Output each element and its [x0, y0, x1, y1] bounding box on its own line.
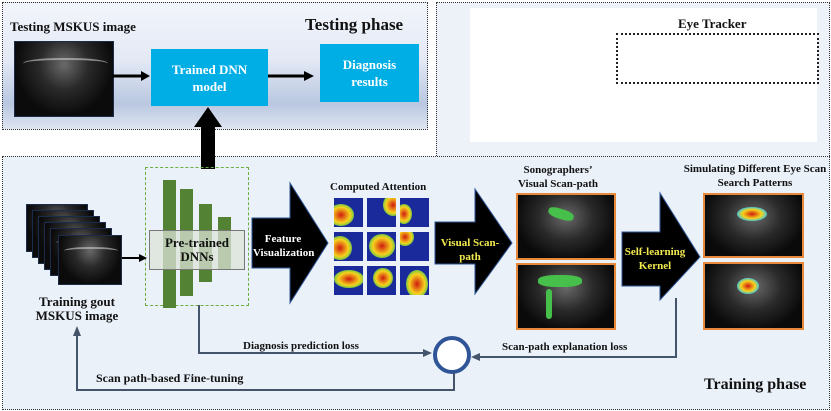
- visual-scanpath-arrow: [434, 187, 513, 296]
- up-arrow-head-icon: [194, 107, 222, 127]
- feature-visualization-text: Feature Visualization: [253, 233, 315, 259]
- arrow-head-icon: [304, 71, 314, 81]
- dnn-dashed-box: [145, 167, 249, 306]
- scanpath-image-2: [516, 263, 616, 330]
- attention-heatmap-tile: [334, 232, 363, 261]
- scanpath-loss-label: Scan-path explanation loss: [502, 341, 628, 353]
- attention-heatmap-tile: [367, 198, 396, 227]
- attention-heatmap-grid: [334, 198, 430, 298]
- scanpath-overlay: [538, 275, 582, 287]
- attention-heatmap-tile: [334, 198, 363, 227]
- eye-tracker-label: Eye Tracker: [678, 16, 747, 31]
- finetune-label: Scan path-based Fine-tuning: [96, 371, 244, 385]
- training-image-stack-item: [58, 235, 122, 285]
- attention-blob: [737, 207, 767, 221]
- self-learning-kernel-arrow: [621, 191, 701, 302]
- sonographers-scanpath-label: Sonographers’ Visual Scan-path: [518, 164, 598, 190]
- arrow-head-icon: [141, 71, 150, 81]
- attention-heatmap-tile: [334, 266, 363, 295]
- scanpath-image-1: [516, 193, 616, 260]
- arrow-head-icon: [73, 326, 81, 336]
- attention-heatmap-tile: [367, 232, 396, 261]
- diagnosis-results-box: Diagnosis results: [320, 44, 419, 102]
- pretrained-dnn-label-box: Pre-trained DNNs: [149, 230, 245, 270]
- attention-heatmap-tile: [400, 232, 429, 261]
- self-learning-kernel-text: Self-learning Kernel: [624, 246, 686, 272]
- attention-blob: [737, 278, 759, 294]
- eye-tracker-box: [616, 33, 819, 84]
- testing-input-label: Testing MSKUS image: [10, 19, 136, 34]
- arrow-head-icon: [423, 349, 432, 357]
- training-phase-title: Training phase: [704, 376, 807, 393]
- simulating-patterns-label: Simulating Different Eye Scan Search Pat…: [683, 163, 827, 189]
- arrow-head-icon: [139, 254, 147, 262]
- testing-mskus-image: [14, 41, 114, 117]
- up-arrow-shaft: [201, 127, 215, 169]
- training-input-label: Training gout MSKUS image: [35, 294, 119, 323]
- diagnosis-loss-line: [198, 305, 425, 354]
- scanpath-overlay: [546, 289, 552, 319]
- simulated-pattern-image-2: [703, 262, 804, 330]
- attention-heatmap-tile: [400, 266, 429, 295]
- trained-dnn-model-box: Trained DNN model: [151, 49, 268, 106]
- arrow-head-icon: [471, 353, 480, 361]
- feature-visualization-arrow: [251, 181, 329, 305]
- finetune-loop-line: [76, 334, 455, 391]
- attention-heatmap-tile: [367, 266, 396, 295]
- eye-tracking-illustration: [470, 8, 817, 142]
- scanpath-loss-line: [478, 298, 677, 358]
- computed-attention-label: Computed Attention: [330, 181, 427, 193]
- visual-scanpath-text: Visual Scan-path: [440, 237, 500, 263]
- testing-phase-title: Testing phase: [305, 15, 404, 34]
- trained-dnn-model-text: Trained DNN model: [171, 61, 248, 94]
- scanpath-overlay: [547, 205, 575, 223]
- simulated-pattern-image-1: [703, 193, 804, 258]
- pretrained-dnn-label: Pre-trained DNNs: [164, 235, 230, 264]
- attention-heatmap-tile: [400, 198, 429, 227]
- diagnosis-results-text: Diagnosis results: [342, 57, 397, 89]
- loss-sum-circle: [433, 336, 471, 374]
- diagnosis-loss-label: Diagnosis prediction loss: [243, 340, 359, 352]
